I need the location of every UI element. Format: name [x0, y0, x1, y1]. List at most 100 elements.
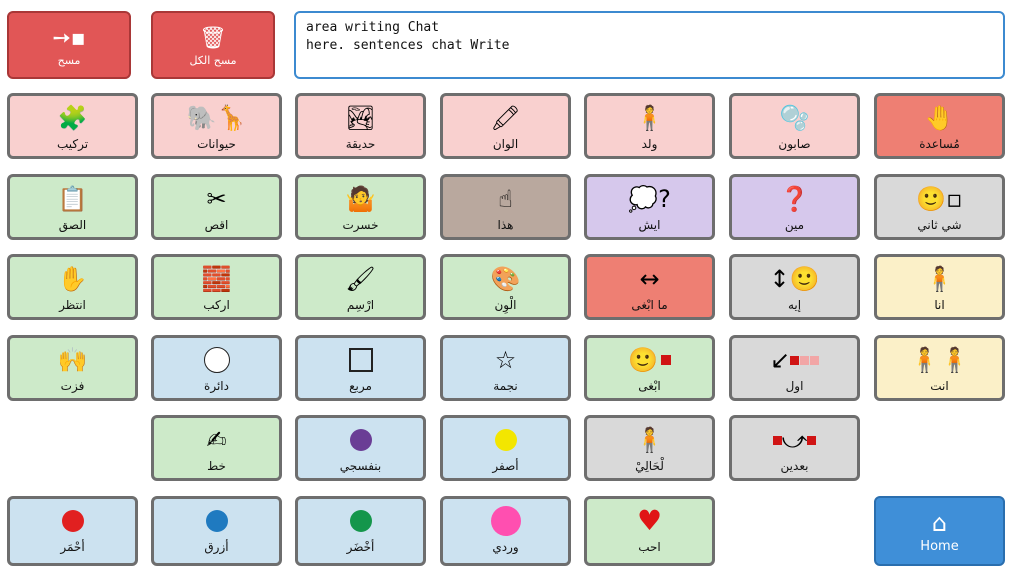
- tile-you[interactable]: 🧍🧍 انت: [874, 335, 1005, 401]
- tile-label: خسرت: [342, 218, 379, 232]
- tile-park[interactable]: 🏞 حديقة: [295, 93, 426, 159]
- tile-something-else[interactable]: 🙂▫ شي ثاني: [874, 174, 1005, 240]
- who-question-icon: ❓: [779, 185, 810, 213]
- tile-colors[interactable]: 🖍 الوان: [440, 93, 571, 159]
- tile-label: مربع: [349, 379, 372, 393]
- pink-dot-icon: [443, 502, 568, 540]
- cut-icon: ✂: [206, 185, 227, 213]
- yes-nod-icon: ↕🙂: [769, 265, 820, 293]
- tile-label: انا: [934, 298, 945, 312]
- tile-label: اول: [785, 379, 804, 393]
- tile-build[interactable]: 🧱 اركب: [151, 254, 282, 320]
- home-button[interactable]: ⌂ Home: [874, 496, 1005, 566]
- tile-label: دائرة: [204, 379, 229, 393]
- heart-icon: ♥: [636, 504, 663, 537]
- park-icon: 🏞: [345, 104, 376, 132]
- tile-love[interactable]: ♥ احب: [584, 496, 715, 566]
- tile-label: ارْسِم: [346, 298, 375, 312]
- help-hand-icon: 🤚: [924, 104, 955, 132]
- tile-animals[interactable]: 🐘🦒 حيوانات: [151, 93, 282, 159]
- tile-label: ابْغى: [638, 379, 661, 393]
- tile-this[interactable]: ☝ هذا: [440, 174, 571, 240]
- tile-purple[interactable]: بنفسجي: [295, 415, 426, 481]
- tile-me[interactable]: 🧍 انا: [874, 254, 1005, 320]
- draw-icon: 🖌: [345, 265, 376, 293]
- you-person-icon: 🧍🧍: [909, 346, 970, 374]
- tile-what[interactable]: 💭? ايش: [584, 174, 715, 240]
- tile-soap[interactable]: 🫧 صابون: [729, 93, 860, 159]
- point-finger-icon: ☝: [498, 185, 513, 213]
- tile-square[interactable]: مربع: [295, 335, 426, 401]
- tile-star[interactable]: ☆ نجمة: [440, 335, 571, 401]
- blue-dot-icon: [154, 502, 279, 540]
- something-else-icon: 🙂▫: [916, 185, 963, 213]
- tile-won[interactable]: 🙌 فزت: [7, 335, 138, 401]
- tile-label: مُساعدة: [919, 137, 960, 151]
- tile-alone[interactable]: 🧍 لْحَالِيْ: [584, 415, 715, 481]
- tile-label: ما ابْغى: [631, 298, 668, 312]
- animals-icon: 🐘🦒: [186, 104, 247, 132]
- tile-want[interactable]: 🙂 ابْغى: [584, 335, 715, 401]
- tile-label: ايش: [638, 218, 661, 232]
- tile-label: أزرق: [204, 540, 229, 554]
- tile-label: بعدين: [780, 459, 809, 473]
- chat-line-2: here. sentences chat Write: [306, 38, 510, 53]
- crayons-icon: 🖍: [490, 104, 521, 132]
- tile-circle[interactable]: دائرة: [151, 335, 282, 401]
- home-icon: ⌂: [931, 508, 948, 537]
- tile-line[interactable]: ✍ خط: [151, 415, 282, 481]
- tile-draw[interactable]: 🖌 ارْسِم: [295, 254, 426, 320]
- red-dot-icon: [10, 502, 135, 540]
- boy-icon: 🧍: [634, 104, 665, 132]
- backspace-arrow-icon: ➙▪: [52, 26, 86, 51]
- chat-writing-area[interactable]: area writing Chat here. sentences chat W…: [294, 11, 1005, 79]
- trash-icon: 🗑: [199, 26, 227, 51]
- clear-all-button[interactable]: 🗑 مسح الكل: [151, 11, 275, 79]
- wait-hand-icon: ✋: [57, 265, 88, 293]
- tile-green[interactable]: أخْضَر: [295, 496, 426, 566]
- tile-label: اركب: [203, 298, 230, 312]
- purple-dot-icon: [298, 421, 423, 459]
- tile-label: إيه: [787, 298, 802, 312]
- tile-label: احب: [638, 540, 661, 554]
- tile-wait[interactable]: ✋ انتظر: [7, 254, 138, 320]
- later-arrow-icon: ⤻: [732, 421, 857, 459]
- tile-cut[interactable]: ✂ اقص: [151, 174, 282, 240]
- tile-yes[interactable]: ↕🙂 إيه: [729, 254, 860, 320]
- tile-label: حيوانات: [197, 137, 236, 151]
- tile-label: نجمة: [493, 379, 518, 393]
- clear-button[interactable]: ➙▪ مسح: [7, 11, 131, 79]
- tile-glue[interactable]: 📋 الصق: [7, 174, 138, 240]
- square-shape-icon: [298, 341, 423, 379]
- tile-later[interactable]: ⤻ بعدين: [729, 415, 860, 481]
- tile-label: شي ثاني: [917, 218, 962, 232]
- tile-color[interactable]: 🎨 الْوِن: [440, 254, 571, 320]
- me-person-icon: 🧍: [924, 265, 955, 293]
- tile-pink[interactable]: وردي: [440, 496, 571, 566]
- tile-label: حديقة: [345, 137, 376, 151]
- tile-blue[interactable]: أزرق: [151, 496, 282, 566]
- tile-label: بنفسجي: [339, 459, 382, 473]
- tile-label: مين: [784, 218, 805, 232]
- build-blocks-icon: 🧱: [201, 265, 232, 293]
- chat-line-1: area writing Chat: [306, 20, 440, 35]
- tile-who[interactable]: ❓ مين: [729, 174, 860, 240]
- tile-yellow[interactable]: أصفر: [440, 415, 571, 481]
- tile-label: لْحَالِيْ: [635, 459, 664, 473]
- tile-label: أحْمَر: [60, 540, 85, 554]
- tile-red[interactable]: أحْمَر: [7, 496, 138, 566]
- tile-puzzle[interactable]: 🧩 تركيب: [7, 93, 138, 159]
- star-shape-icon: ☆: [494, 346, 517, 374]
- thought-question-icon: 💭?: [628, 185, 671, 213]
- tile-first[interactable]: ↙ اول: [729, 335, 860, 401]
- want-icon: 🙂: [587, 341, 712, 379]
- tile-help[interactable]: 🤚 مُساعدة: [874, 93, 1005, 159]
- alone-person-icon: 🧍: [634, 426, 665, 454]
- tile-label: فزت: [60, 379, 85, 393]
- dont-want-icon: ↔: [639, 265, 660, 293]
- tile-dont-want[interactable]: ↔ ما ابْغى: [584, 254, 715, 320]
- tile-label: اقص: [204, 218, 229, 232]
- tile-label: خط: [207, 459, 226, 473]
- tile-lost[interactable]: 🤷 خسرت: [295, 174, 426, 240]
- tile-boy[interactable]: 🧍 ولد: [584, 93, 715, 159]
